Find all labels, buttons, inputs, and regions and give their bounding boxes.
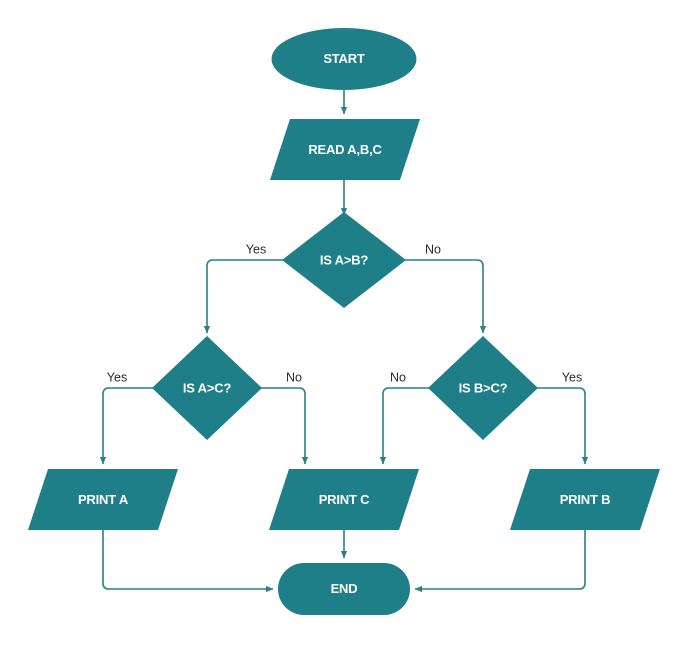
- read-parallelogram[interactable]: [270, 119, 420, 180]
- connector-printa-to-end: [102, 530, 274, 593]
- node-print-a[interactable]: PRINT A: [28, 469, 178, 530]
- connector-isab-no-to-isbc: [404, 259, 487, 334]
- node-is-a-gt-c[interactable]: IS A>C?: [152, 336, 262, 440]
- connector-isbc-no-to-printc: [379, 387, 429, 465]
- printb-parallelogram[interactable]: [510, 469, 660, 530]
- node-end[interactable]: END: [278, 563, 410, 615]
- node-start[interactable]: START: [271, 28, 417, 90]
- node-print-b[interactable]: PRINT B: [510, 469, 660, 530]
- edge-label-isbc-no: No: [390, 370, 406, 384]
- node-read[interactable]: READ A,B,C: [270, 119, 420, 180]
- edge-label-isab-yes: Yes: [246, 242, 266, 256]
- isbc-diamond[interactable]: [428, 336, 538, 440]
- connector-isab-yes-to-isac: [203, 259, 284, 334]
- node-is-b-gt-c[interactable]: IS B>C?: [428, 336, 538, 440]
- connector-isbc-yes-to-printb: [537, 387, 589, 465]
- isac-diamond[interactable]: [152, 336, 262, 440]
- edge-label-isbc-yes: Yes: [562, 370, 582, 384]
- printa-parallelogram[interactable]: [28, 469, 178, 530]
- start-ellipse[interactable]: [271, 28, 417, 90]
- edge-label-isab-no: No: [425, 242, 441, 256]
- node-is-a-gt-b[interactable]: IS A>B?: [282, 212, 406, 308]
- edge-label-isac-yes: Yes: [107, 370, 127, 384]
- connector-layer: [99, 90, 589, 593]
- connector-isac-no-to-printc: [261, 387, 309, 465]
- isab-diamond[interactable]: [282, 212, 406, 308]
- end-stadium[interactable]: [278, 563, 410, 615]
- edge-label-isac-no: No: [286, 370, 302, 384]
- connector-isac-yes-to-printa: [99, 387, 153, 465]
- printc-parallelogram[interactable]: [269, 469, 419, 530]
- node-print-c[interactable]: PRINT C: [269, 469, 419, 530]
- connector-printb-to-end: [414, 530, 586, 593]
